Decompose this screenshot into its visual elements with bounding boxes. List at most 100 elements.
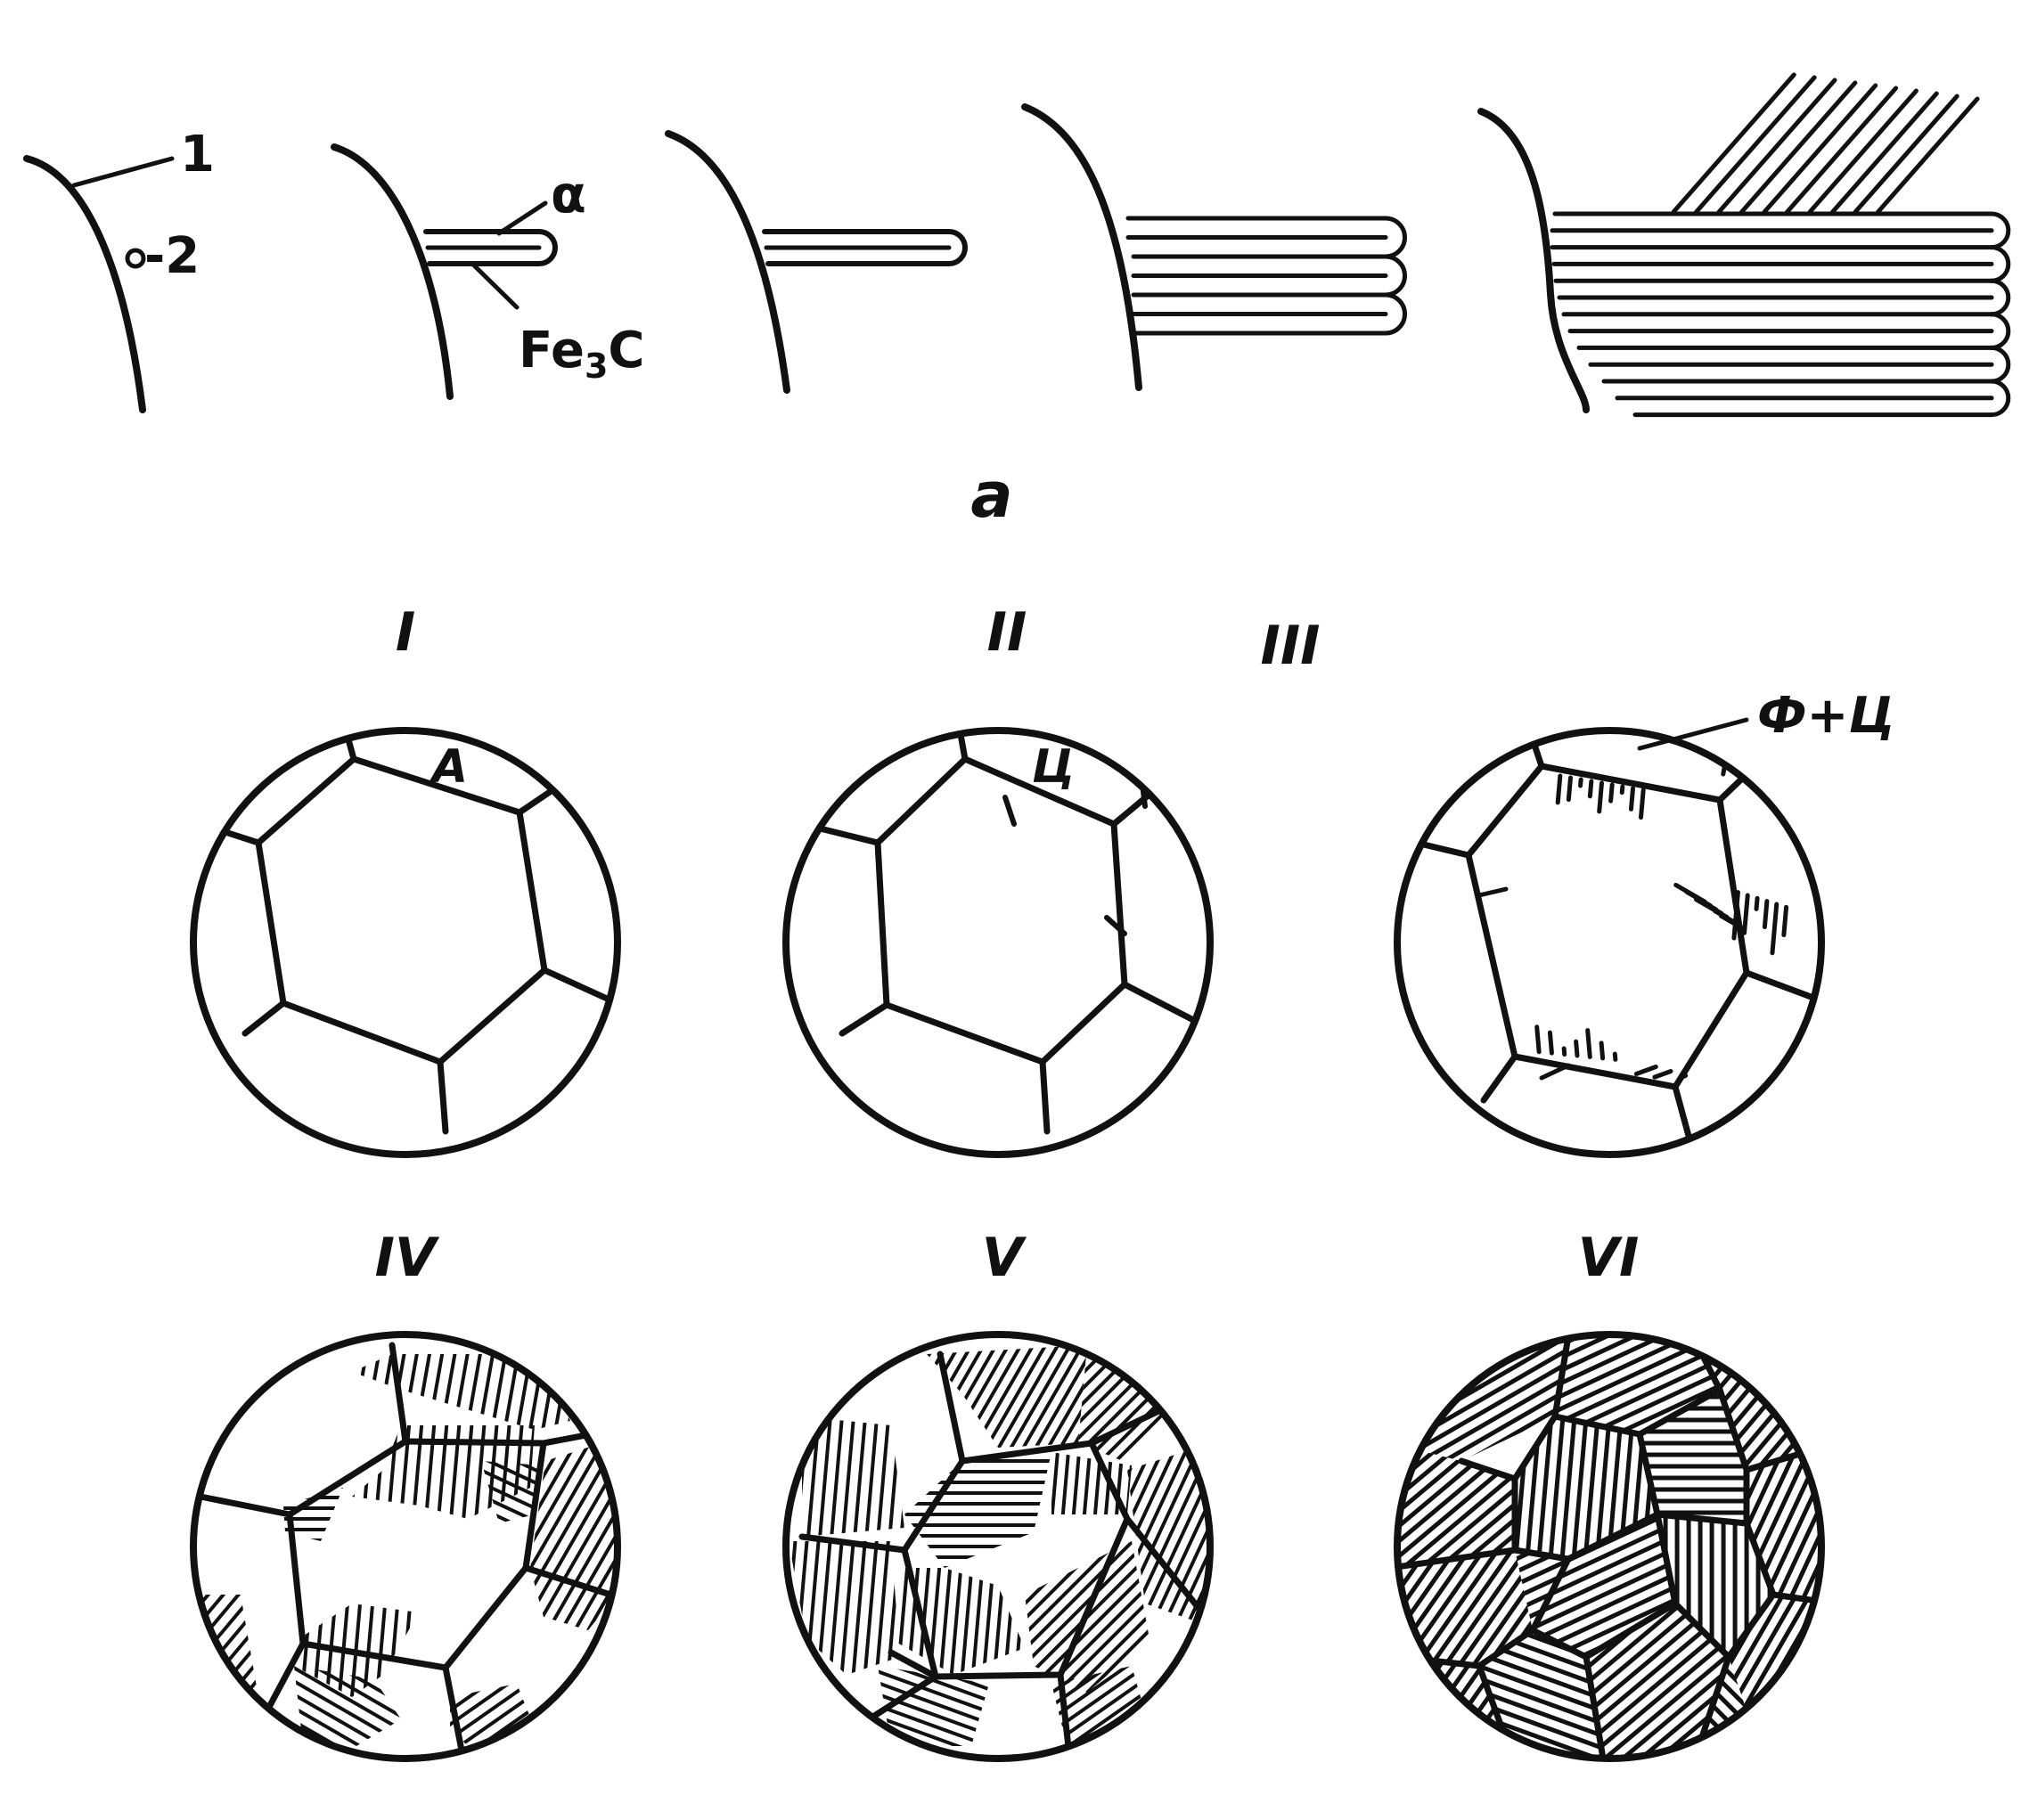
pearlite-colony: [294, 1666, 401, 1746]
lamella-line: [1397, 1550, 1471, 1658]
lamella-line: [1397, 1336, 1533, 1371]
lamella-line: [1820, 1636, 1821, 1759]
lamella-line: [887, 1606, 1033, 1660]
lamella-line: [352, 1425, 367, 1519]
lamella-line: [487, 1354, 534, 1430]
lamella-tick: [1566, 775, 1573, 803]
lamella-tick: [1638, 788, 1646, 820]
lamella-line: [1417, 1550, 1533, 1666]
lamella-stack: [1550, 211, 2011, 418]
lamella-line: [1091, 1452, 1105, 1514]
lamella-tip: [1989, 312, 2011, 350]
lamella-line: [425, 1354, 472, 1430]
lamella-line: [1069, 1452, 1084, 1514]
panel-a: 1 -2 α Fe3C: [23, 72, 2011, 532]
lamella-line: [1055, 1692, 1149, 1755]
lamella-line: [945, 1568, 967, 1675]
lamella-line: [481, 1493, 544, 1523]
lamella-line: [927, 1345, 1003, 1448]
lamella-line: [607, 1484, 618, 1630]
grain-boundary: [1551, 1413, 1643, 1438]
pearlite-colony: [450, 1684, 535, 1751]
lamella-tick: [1585, 1028, 1592, 1059]
label-2: -2: [144, 227, 200, 285]
grain-boundary: [541, 967, 618, 1006]
lamella-line: [924, 1568, 945, 1675]
lamella-line: [352, 1425, 356, 1519]
panel-caption-a: a: [970, 459, 1012, 532]
grain-boundary: [1529, 1555, 1572, 1634]
grain-boundary: [1672, 1600, 1732, 1661]
lamella-line: [1729, 1595, 1794, 1750]
lamella-line: [1567, 1416, 1592, 1559]
lamella-line: [1010, 1568, 1025, 1675]
lamella-tip: [1989, 211, 2011, 250]
lamella-tip: [1989, 379, 2011, 418]
lamella-line: [1051, 1666, 1146, 1730]
lamella-line: [878, 1666, 989, 1712]
lamella-tick: [1754, 895, 1760, 911]
lamella-line: [523, 1354, 570, 1430]
lamella-tick: [1574, 1039, 1580, 1058]
grain-boundary: [1465, 763, 1750, 1090]
lamella-tick: [1679, 1073, 1689, 1080]
grain-boundary: [1057, 1671, 1073, 1759]
lamella-line: [380, 1425, 405, 1519]
lamella-line: [988, 1568, 1010, 1675]
lamella-line: [1555, 1336, 1720, 1412]
stage-label-IV: IV: [375, 1227, 440, 1289]
lamella-line: [1397, 1443, 1473, 1503]
lamella-tick: [1781, 904, 1789, 938]
grain-boundary: [389, 1342, 409, 1445]
lamella-outline: [762, 229, 968, 266]
lamella-line: [804, 1416, 823, 1537]
branch-colony: [1671, 72, 1980, 215]
grain-boundary: [1397, 1653, 1483, 1669]
grain-boundary: [1121, 981, 1202, 1026]
lamella-line: [449, 1354, 497, 1430]
lamella-line: [1051, 1666, 1149, 1738]
lamella-line: [1089, 1356, 1194, 1461]
branch-lamella-line: [1853, 94, 1959, 215]
grain-boundary: [950, 730, 969, 763]
grain-boundary: [1654, 1511, 1750, 1527]
lamella-tip: [1989, 278, 2011, 317]
lamella-line: [423, 1571, 438, 1743]
lamella-line: [862, 1416, 881, 1537]
lamella-tick: [1633, 1065, 1658, 1077]
grain-boundary: [264, 1640, 307, 1714]
cementite-nucleus: [1104, 915, 1127, 936]
grain-boundary: [1743, 969, 1817, 1001]
lamella-tick: [1731, 890, 1740, 941]
lamella-line: [462, 1354, 509, 1430]
grain-boundary: [255, 755, 548, 1065]
lamella-tick: [1539, 1063, 1571, 1081]
lamella-line: [468, 1425, 492, 1519]
lamella-line: [294, 1666, 401, 1720]
lamella-line: [536, 1354, 570, 1430]
grain-boundary: [1565, 1511, 1661, 1563]
lamella-line: [893, 1568, 913, 1675]
lamella-line: [481, 1461, 544, 1500]
lamella-line: [1555, 1336, 1715, 1391]
lamella-line: [1080, 1452, 1094, 1514]
lamella-line: [1025, 1541, 1149, 1687]
lamella-line: [1024, 1345, 1087, 1448]
lamella-line: [1040, 1570, 1149, 1693]
lamella-line: [443, 1425, 467, 1519]
lamella-line: [547, 1449, 618, 1630]
grain-boundary: [798, 1533, 908, 1554]
lamella-line: [878, 1705, 989, 1746]
lamella-line: [1829, 1470, 1914, 1653]
lamella-line: [1693, 1669, 1764, 1759]
grain-boundary: [540, 1426, 618, 1447]
lamella-tip: [1989, 245, 2011, 283]
lamella-line: [1789, 1620, 1821, 1759]
micrograph-stage-IV: [190, 1331, 621, 1762]
lamella-line: [1401, 1471, 1515, 1568]
grain-boundary: [1770, 1591, 1821, 1607]
grain-boundary: [1511, 1547, 1572, 1563]
lamella-line: [1080, 1726, 1149, 1755]
lamella-line: [1759, 1602, 1821, 1759]
lamella-line: [903, 1568, 924, 1675]
